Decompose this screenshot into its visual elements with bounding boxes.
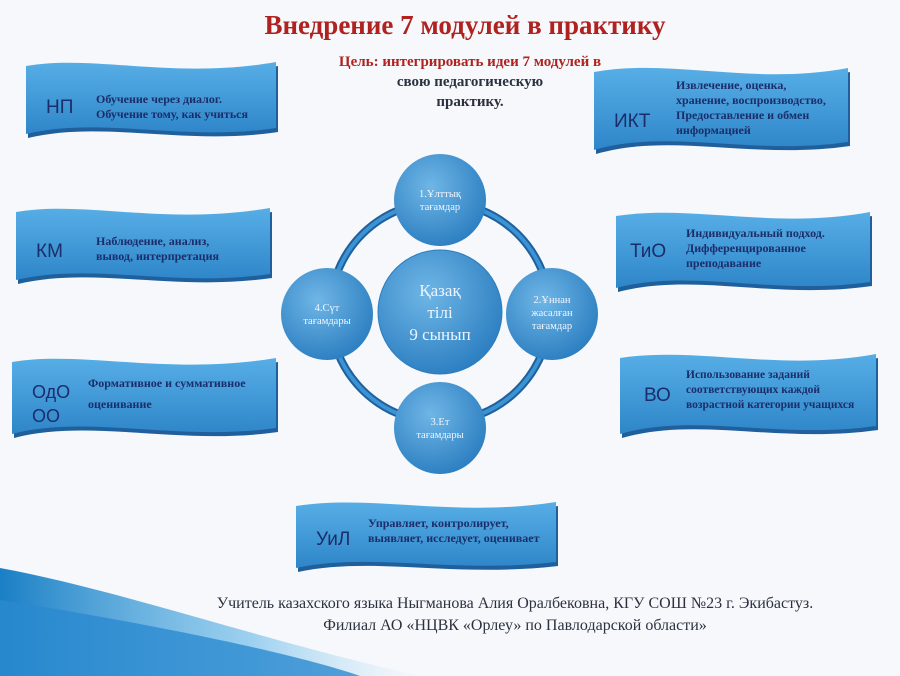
desc-line: хранение, воспроизводство, [676, 93, 826, 107]
cycle-node-3-label: 3.Ет тағамдары [396, 416, 484, 442]
node-line: тағамдары [416, 430, 464, 441]
module-banner-tio: ТиО Индивидуальный подход. Дифференциров… [614, 212, 876, 296]
node-line: 4.Сүт [314, 303, 340, 314]
footer-line-1: Учитель казахского языка Ныгманова Алия … [216, 595, 814, 612]
module-abbr-tio: ТиО [630, 241, 667, 262]
goal-line-2: свою педагогическую [396, 74, 544, 90]
banner-shape [616, 212, 872, 292]
center-line: Қазақ [419, 281, 461, 300]
abbr-line: ОО [32, 406, 61, 426]
cycle-node-3-circle [394, 382, 486, 474]
banner-shape [12, 358, 278, 438]
module-banner-uil: УиЛ Управляет, контролирует, выявляет, и… [294, 502, 562, 576]
node-line: тағамдары [303, 316, 351, 327]
banner-shape [594, 67, 850, 154]
module-desc-odo: Формативное и суммативное оценивание [88, 376, 246, 412]
cycle-node-2-circle [506, 268, 598, 360]
module-banner-vo: ВО Использование заданий соответствующих… [618, 354, 882, 442]
module-banner-km: КМ Наблюдение, анализ, вывод, интерпрета… [14, 208, 276, 288]
cycle-node-1-circle [394, 154, 486, 246]
desc-line: Обучение тому, как учиться [96, 107, 248, 121]
goal-line-1: Цель: интегрировать идеи 7 модулей в [338, 54, 602, 70]
module-abbr-np: НП [46, 97, 74, 118]
node-line: 3.Ет [430, 417, 450, 428]
desc-line: информацией [676, 123, 751, 137]
banner-shape [26, 62, 278, 138]
module-desc-ikt: Извлечение, оценка, хранение, воспроизво… [676, 78, 826, 138]
desc-line: Обучение через диалог. [96, 92, 222, 106]
cycle-node-1-label: 1.Ұлттық тағамдар [396, 188, 484, 214]
module-banner-np: НП Обучение через диалог. Обучение тому,… [24, 62, 282, 142]
desc-line: Предоставление и обмен [676, 108, 810, 122]
module-abbr-km: КМ [36, 241, 63, 262]
cycle-center-circle [377, 249, 503, 375]
desc-line: Извлечение, оценка, [676, 78, 787, 92]
module-banner-odo: ОдО ОО Формативное и суммативное оценива… [10, 358, 282, 442]
module-abbr-ikt: ИКТ [614, 111, 651, 132]
desc-line: вывод, интерпретация [96, 249, 219, 263]
cycle-node-2-label: 2.Ұннан жасалған тағамдар [508, 294, 596, 333]
module-desc-vo: Использование заданий соответствующих ка… [686, 368, 854, 413]
banner-shape [296, 502, 558, 572]
module-banner-ikt: ИКТ Извлечение, оценка, хранение, воспро… [592, 66, 854, 158]
page-title: Внедрение 7 модулей в практику [264, 10, 666, 40]
node-line: 2.Ұннан [533, 295, 571, 306]
center-line: тілі [427, 303, 453, 322]
desc-line: Наблюдение, анализ, [96, 234, 210, 248]
module-desc-np: Обучение через диалог. Обучение тому, ка… [96, 92, 248, 122]
goal-line-3: практику. [436, 94, 504, 110]
footer-credits: Учитель казахского языка Ныгманова Алия … [120, 593, 900, 637]
desc-line: преподавание [686, 256, 762, 270]
abbr-line: ОдО [32, 382, 71, 402]
cycle-node-4-label: 4.Сүт тағамдары [283, 302, 371, 328]
node-line: 1.Ұлттық [418, 189, 462, 200]
desc-line: оценивание [88, 397, 152, 411]
desc-line: Управляет, контролирует, [368, 516, 509, 530]
node-line: жасалған [531, 308, 573, 319]
module-desc-uil: Управляет, контролирует, выявляет, иссле… [368, 516, 539, 546]
footer-line-2: Филиал АО «НЦВК «Орлеу» по Павлодарской … [323, 617, 707, 634]
desc-line: возрастной категории учащихся [686, 399, 855, 411]
banner-shape [16, 208, 272, 284]
desc-line: соответствующих каждой [686, 384, 821, 396]
module-abbr-uil: УиЛ [316, 529, 351, 550]
desc-line: Дифференцированное [686, 241, 806, 255]
module-abbr-odo: ОдО ОО [32, 380, 70, 428]
center-line: 9 сынып [409, 325, 471, 344]
module-desc-km: Наблюдение, анализ, вывод, интерпретация [96, 234, 219, 264]
desc-line: Индивидуальный подход. [686, 226, 825, 240]
desc-line: Использование заданий [686, 369, 810, 381]
node-line: тағамдар [531, 321, 573, 332]
cycle-center-label: Қазақ тілі 9 сынып [385, 280, 495, 346]
desc-line: Формативное и суммативное [88, 376, 246, 390]
module-abbr-vo: ВО [644, 385, 671, 406]
module-desc-tio: Индивидуальный подход. Дифференцированно… [686, 226, 825, 271]
banner-shape [620, 354, 878, 438]
background-swoosh-light [0, 600, 360, 676]
desc-line: выявляет, исследует, оценивает [368, 531, 540, 545]
cycle-node-4-circle [281, 268, 373, 360]
goal-text: Цель: интегрировать идеи 7 модулей в сво… [290, 52, 650, 112]
node-line: тағамдар [419, 202, 461, 213]
